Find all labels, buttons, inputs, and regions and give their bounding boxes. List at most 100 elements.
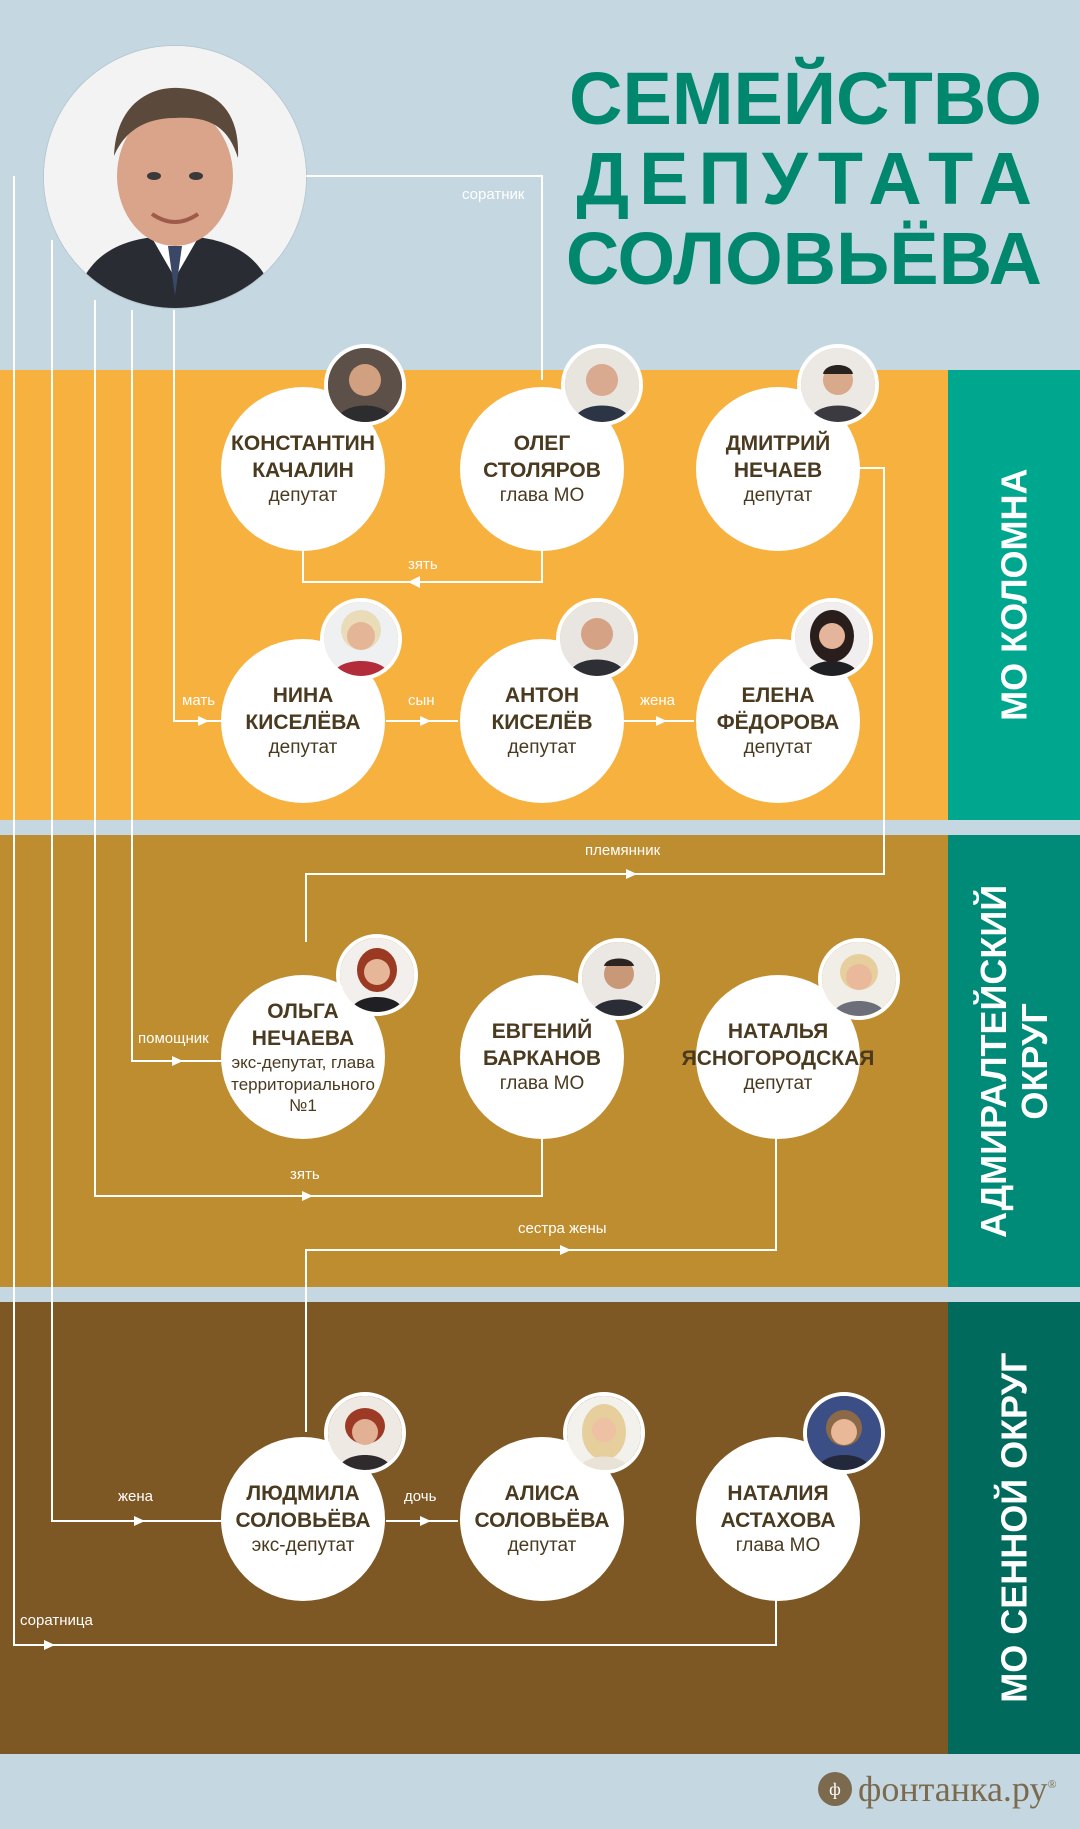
kachalin-role: депутат <box>268 485 338 507</box>
person-nechaev: ДМИТРИЙ НЕЧАЕВ депутат <box>696 387 860 551</box>
arrow-soratnitsa <box>44 1640 55 1650</box>
arrow-mat <box>198 716 209 726</box>
nechaev-last-name: НЕЧАЕВ <box>733 459 823 483</box>
arrow-zyat2 <box>302 1191 313 1201</box>
line-zyat-barkanov <box>94 300 543 1197</box>
label-syn: сын <box>408 692 435 709</box>
title-line3: СОЛОВЬЁВА <box>565 217 1042 300</box>
astakhova-role: глава МО <box>735 1535 821 1557</box>
arrow-zhena2 <box>134 1516 145 1526</box>
person-stolyarov: ОЛЕГ СТОЛЯРОВ глава МО <box>460 387 624 551</box>
fontanka-logo-icon: ф <box>818 1772 852 1806</box>
district-admiralteysky: АДМИРАЛТЕЙСКИЙ ОКРУГ <box>948 835 1080 1287</box>
line-pomoshchnik <box>131 310 222 1062</box>
person-astakhova: НАТАЛИЯ АСТАХОВА глава МО <box>696 1437 860 1601</box>
fedorova-first-name: ЕЛЕНА <box>741 683 815 707</box>
arrow-zyat1 <box>408 576 420 588</box>
line-soratnitsa <box>13 176 777 1646</box>
person-silhouette-icon <box>560 602 634 676</box>
arrow-doch <box>420 1516 431 1526</box>
stolyarov-last-name: СТОЛЯРОВ <box>483 459 601 483</box>
label-sestra-zheny: сестра жены <box>518 1220 607 1237</box>
kachalin-last-name: КАЧАЛИН <box>252 459 354 483</box>
solovyeva-l-first-name: ЛЮДМИЛА <box>246 1481 360 1505</box>
label-plemyannik: племянник <box>585 842 661 859</box>
kiselev-first-name: АНТОН <box>504 683 580 707</box>
fontanka-logo-text: фонтанка.ру® <box>858 1768 1057 1810</box>
label-zyat-barkanov: зять <box>290 1166 320 1183</box>
person-silhouette-icon <box>822 942 896 1016</box>
label-mat: мать <box>182 692 216 709</box>
person-nechaeva: ОЛЬГА НЕЧАЕВА экс-депутат, глава террито… <box>221 975 385 1139</box>
astakhova-first-name: НАТАЛИЯ <box>727 1481 829 1505</box>
solovyeva-a-last-name: СОЛОВЬЁВА <box>474 1509 610 1533</box>
person-silhouette-icon <box>324 602 398 676</box>
person-silhouette-icon <box>582 942 656 1016</box>
nechaev-role: депутат <box>743 485 813 507</box>
fontanka-logo-registered: ® <box>1047 1777 1057 1791</box>
label-zyat-kachalin: зять <box>408 556 438 573</box>
kachalin-first-name: КОНСТАНТИН <box>231 431 375 455</box>
barkanov-last-name: БАРКАНОВ <box>482 1047 602 1071</box>
fontanka-logo: ф фонтанка.ру® <box>818 1768 1057 1810</box>
line-plemyannik <box>305 467 885 942</box>
label-doch: дочь <box>404 1488 437 1505</box>
nechaeva-role-line3: №1 <box>289 1095 317 1115</box>
main-portrait-icon <box>44 46 306 308</box>
astakhova-photo <box>803 1392 885 1474</box>
stolyarov-first-name: ОЛЕГ <box>513 431 571 455</box>
yasnogorodskaya-role: депутат <box>743 1073 813 1095</box>
yasnogorodskaya-photo <box>818 938 900 1020</box>
main-portrait-photo <box>44 46 306 308</box>
fedorova-photo <box>791 598 873 680</box>
line-mat <box>173 310 222 722</box>
barkanov-first-name: ЕВГЕНИЙ <box>491 1019 593 1043</box>
barkanov-role: глава МО <box>499 1073 585 1095</box>
person-silhouette-icon <box>565 348 639 422</box>
line-zyat-kachalin <box>302 540 543 583</box>
label-zhena-lyudmila: жена <box>118 1488 154 1505</box>
astakhova-last-name: АСТАХОВА <box>720 1509 836 1533</box>
nechaeva-role-line1: экс-депутат, глава <box>231 1053 375 1073</box>
stolyarov-photo <box>561 344 643 426</box>
nechaev-photo <box>797 344 879 426</box>
line-zhena-lyudmila <box>51 240 222 1522</box>
solovyeva-l-last-name: СОЛОВЬЁВА <box>235 1509 371 1533</box>
person-silhouette-icon <box>795 602 869 676</box>
kachalin-photo <box>324 344 406 426</box>
arrow-sestra-zheny <box>560 1245 571 1255</box>
fontanka-logo-label: фонтанка.ру <box>858 1769 1048 1809</box>
label-pomoshchnik: помощник <box>138 1030 209 1047</box>
label-soratnik: соратник <box>462 186 525 203</box>
yasnogorodskaya-first-name: НАТАЛЬЯ <box>727 1019 829 1043</box>
kiselev-last-name: КИСЕЛЁВ <box>491 711 593 735</box>
solovyeva-a-photo <box>563 1392 645 1474</box>
person-silhouette-icon <box>340 938 414 1012</box>
title-line2: ДЕПУТАТА <box>576 137 1042 220</box>
person-silhouette-icon <box>567 1396 641 1470</box>
person-silhouette-icon <box>801 348 875 422</box>
nechaev-first-name: ДМИТРИЙ <box>725 431 831 455</box>
kiseleva-role: депутат <box>268 737 338 759</box>
solovyeva-l-photo <box>324 1392 406 1474</box>
nechaeva-photo <box>336 934 418 1016</box>
person-silhouette-icon <box>328 348 402 422</box>
title-line1: СЕМЕЙСТВО <box>569 57 1042 140</box>
kiseleva-last-name: КИСЕЛЁВА <box>245 711 361 735</box>
label-zhena-fedorova: жена <box>640 692 676 709</box>
fedorova-last-name: ФЁДОРОВА <box>716 711 840 735</box>
kiselev-role: депутат <box>507 737 577 759</box>
solovyeva-a-first-name: АЛИСА <box>504 1481 580 1505</box>
kiseleva-photo <box>320 598 402 680</box>
nechaeva-role-line2: территориального <box>231 1074 375 1094</box>
nechaeva-last-name: НЕЧАЕВА <box>251 1027 355 1051</box>
person-silhouette-icon <box>807 1396 881 1470</box>
arrow-syn <box>420 716 431 726</box>
stolyarov-role: глава МО <box>499 485 585 507</box>
yasnogorodskaya-last-name: ЯСНОГОРОДСКАЯ <box>681 1047 875 1071</box>
arrow-zhena1 <box>656 716 667 726</box>
arrow-plemyannik <box>626 869 637 879</box>
fedorova-role: депутат <box>743 737 813 759</box>
